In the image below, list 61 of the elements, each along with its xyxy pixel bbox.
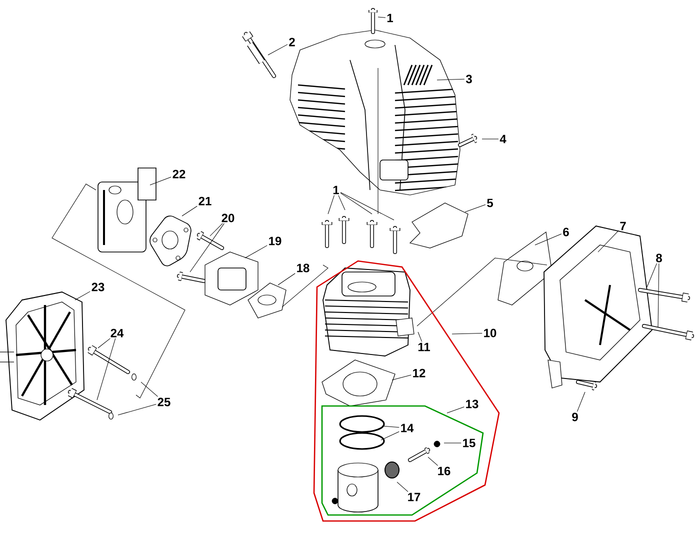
leader-line — [576, 392, 586, 412]
leader-line — [328, 195, 334, 214]
callout-number: 17 — [408, 492, 420, 502]
leader-line — [190, 223, 224, 272]
leader-line — [418, 332, 422, 342]
callout-number: 15 — [463, 438, 476, 448]
leader-line — [396, 482, 408, 492]
leader-line — [446, 406, 464, 414]
callout-number: 18 — [297, 264, 310, 272]
assembly-outline — [313, 260, 500, 522]
callout-number: 7 — [620, 222, 626, 230]
leader-line — [74, 291, 90, 300]
leader-line — [534, 234, 562, 246]
callout-number: 22 — [172, 170, 186, 178]
callout-number: 10 — [484, 328, 496, 338]
leader-line — [118, 404, 156, 416]
callout-number: 11 — [418, 342, 430, 352]
leader-line — [658, 263, 660, 328]
leader-line — [382, 426, 400, 428]
callout-number: 16 — [438, 466, 450, 476]
leader-line — [278, 273, 296, 286]
callout-number: 19 — [269, 236, 282, 246]
callout-number: 6 — [563, 228, 569, 236]
callout-number: 24 — [110, 328, 124, 338]
callout-number: 25 — [158, 398, 170, 406]
leader-line — [378, 16, 386, 18]
callout-number: 4 — [500, 134, 506, 144]
leader-line — [140, 382, 158, 397]
callout-number: 23 — [92, 282, 104, 292]
leader-line — [392, 374, 412, 380]
leader-line — [646, 263, 657, 288]
leader-line — [338, 195, 346, 210]
callout-number: 2 — [289, 38, 295, 46]
callout-number: 1 — [387, 14, 393, 22]
leader-line — [444, 442, 462, 444]
leader-line — [598, 230, 619, 252]
leader-line — [98, 338, 110, 348]
leader-line — [436, 78, 465, 80]
callout-number: 8 — [656, 254, 662, 262]
callout-number: 21 — [198, 196, 212, 206]
leader-line — [182, 206, 198, 216]
leader-line — [464, 204, 486, 212]
callout-number: 12 — [413, 368, 426, 378]
leader-line — [268, 44, 288, 56]
callout-number: 20 — [222, 214, 234, 222]
leader-line — [380, 431, 400, 440]
leader-line — [340, 192, 394, 220]
leader-line — [244, 245, 268, 258]
leader-line — [96, 338, 116, 400]
leader-line — [482, 138, 499, 140]
callout-number: 3 — [466, 74, 472, 84]
leader-line — [150, 176, 172, 186]
leader-line — [210, 223, 223, 236]
leader-line — [428, 456, 438, 466]
callout-number: 9 — [572, 412, 578, 422]
leader-line — [340, 192, 372, 214]
leader-line — [452, 332, 482, 334]
callout-number: 13 — [466, 400, 478, 408]
callout-number: 1 — [333, 186, 339, 194]
callout-number: 14 — [401, 424, 414, 432]
callout-number: 5 — [487, 198, 493, 208]
